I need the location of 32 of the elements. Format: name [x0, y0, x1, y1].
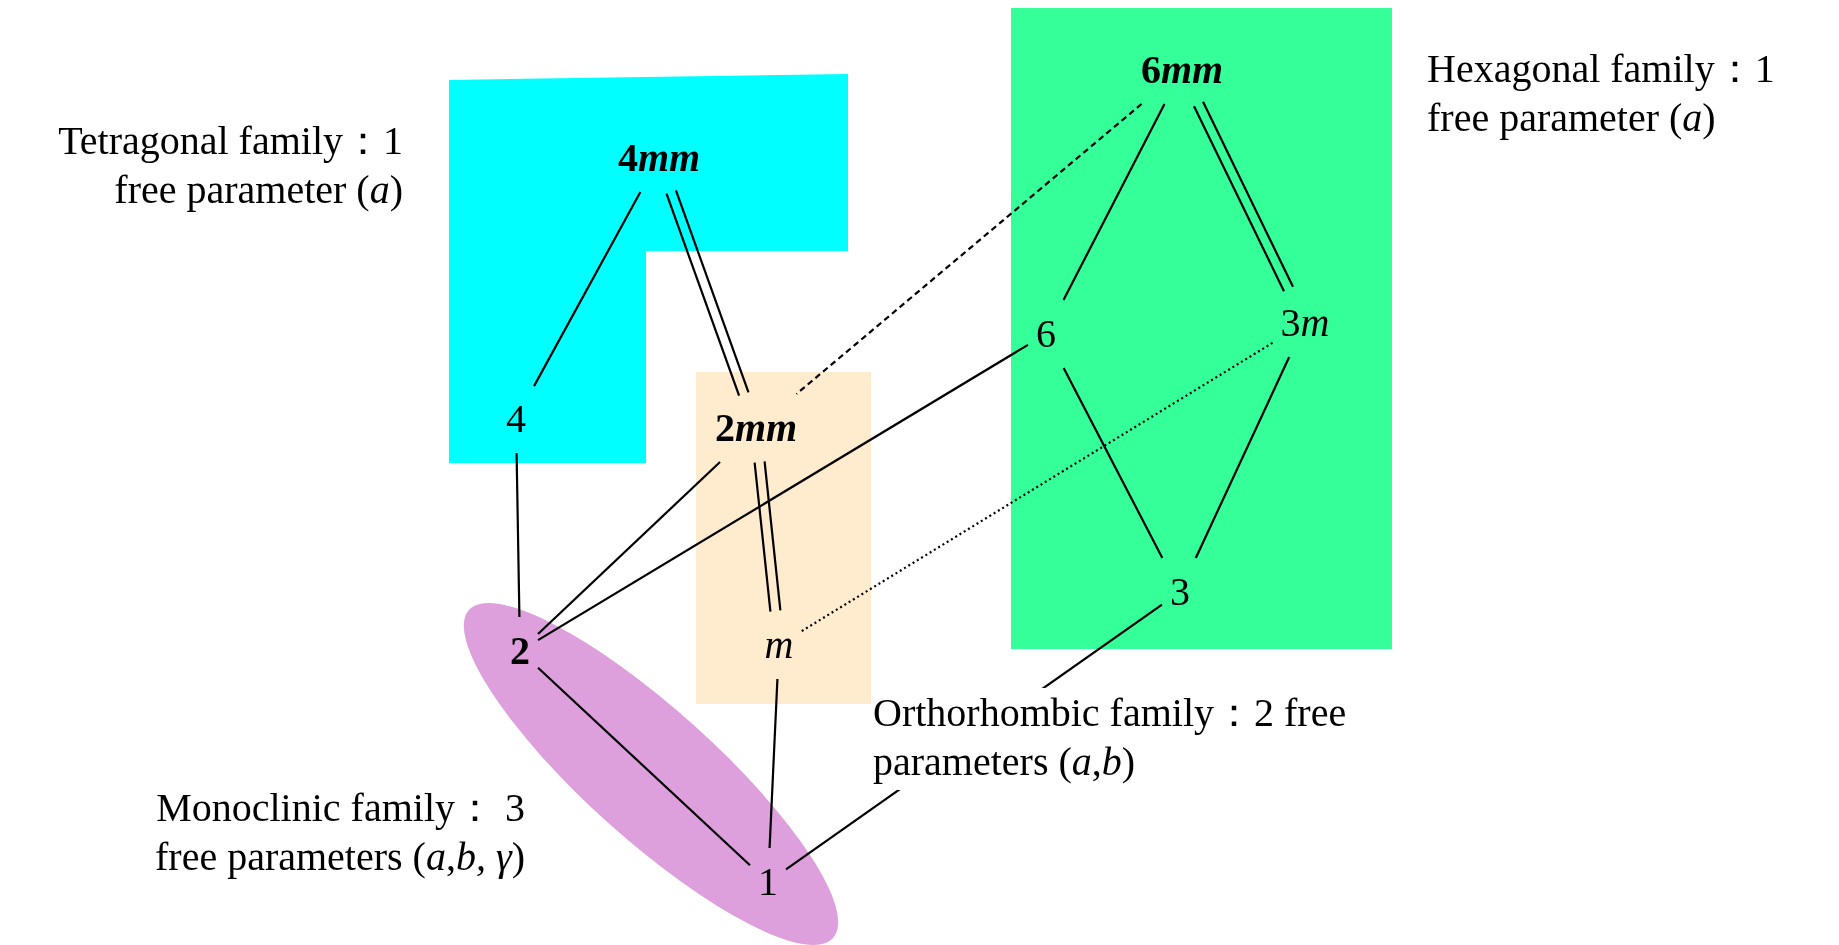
connector-line: [795, 103, 1143, 395]
group-symbol: 4mm: [609, 124, 709, 192]
connector-line: [533, 191, 642, 387]
family-label: Hexagonal family：1 free parameter (a): [1427, 45, 1776, 142]
connector-line: [515, 453, 521, 617]
connector-line: [800, 341, 1274, 633]
group-symbol: 3m: [1272, 289, 1338, 357]
family-label: Tetragonal family：1 free parameter (a): [57, 117, 403, 214]
group-symbol: 6mm: [1132, 36, 1232, 104]
connector-line: [1062, 367, 1164, 559]
connector-line: [1194, 356, 1291, 559]
group-symbol: 4: [498, 385, 534, 453]
group-symbol: 1: [750, 848, 786, 916]
connector-line: [674, 189, 750, 393]
group-symbol: 3: [1162, 558, 1198, 626]
connector-line: [665, 193, 741, 397]
group-symbol: 2: [502, 617, 538, 685]
connector-line: [1202, 101, 1294, 288]
connector-line: [753, 462, 772, 612]
group-symbol: 6: [1028, 300, 1064, 368]
group-symbol: 2mm: [706, 394, 806, 462]
family-region: [1011, 8, 1392, 649]
connector-line: [1062, 103, 1166, 301]
connector-line: [537, 461, 721, 635]
connector-line: [1193, 105, 1285, 292]
connector-line: [768, 678, 779, 849]
connector-line: [763, 461, 782, 611]
family-region: [449, 74, 848, 463]
connector-line: [537, 666, 751, 867]
group-symbol: m: [756, 611, 802, 679]
family-region: [696, 372, 871, 704]
family-label: Monoclinic family： 3 free parameters (a,b, γ): [154, 784, 525, 881]
